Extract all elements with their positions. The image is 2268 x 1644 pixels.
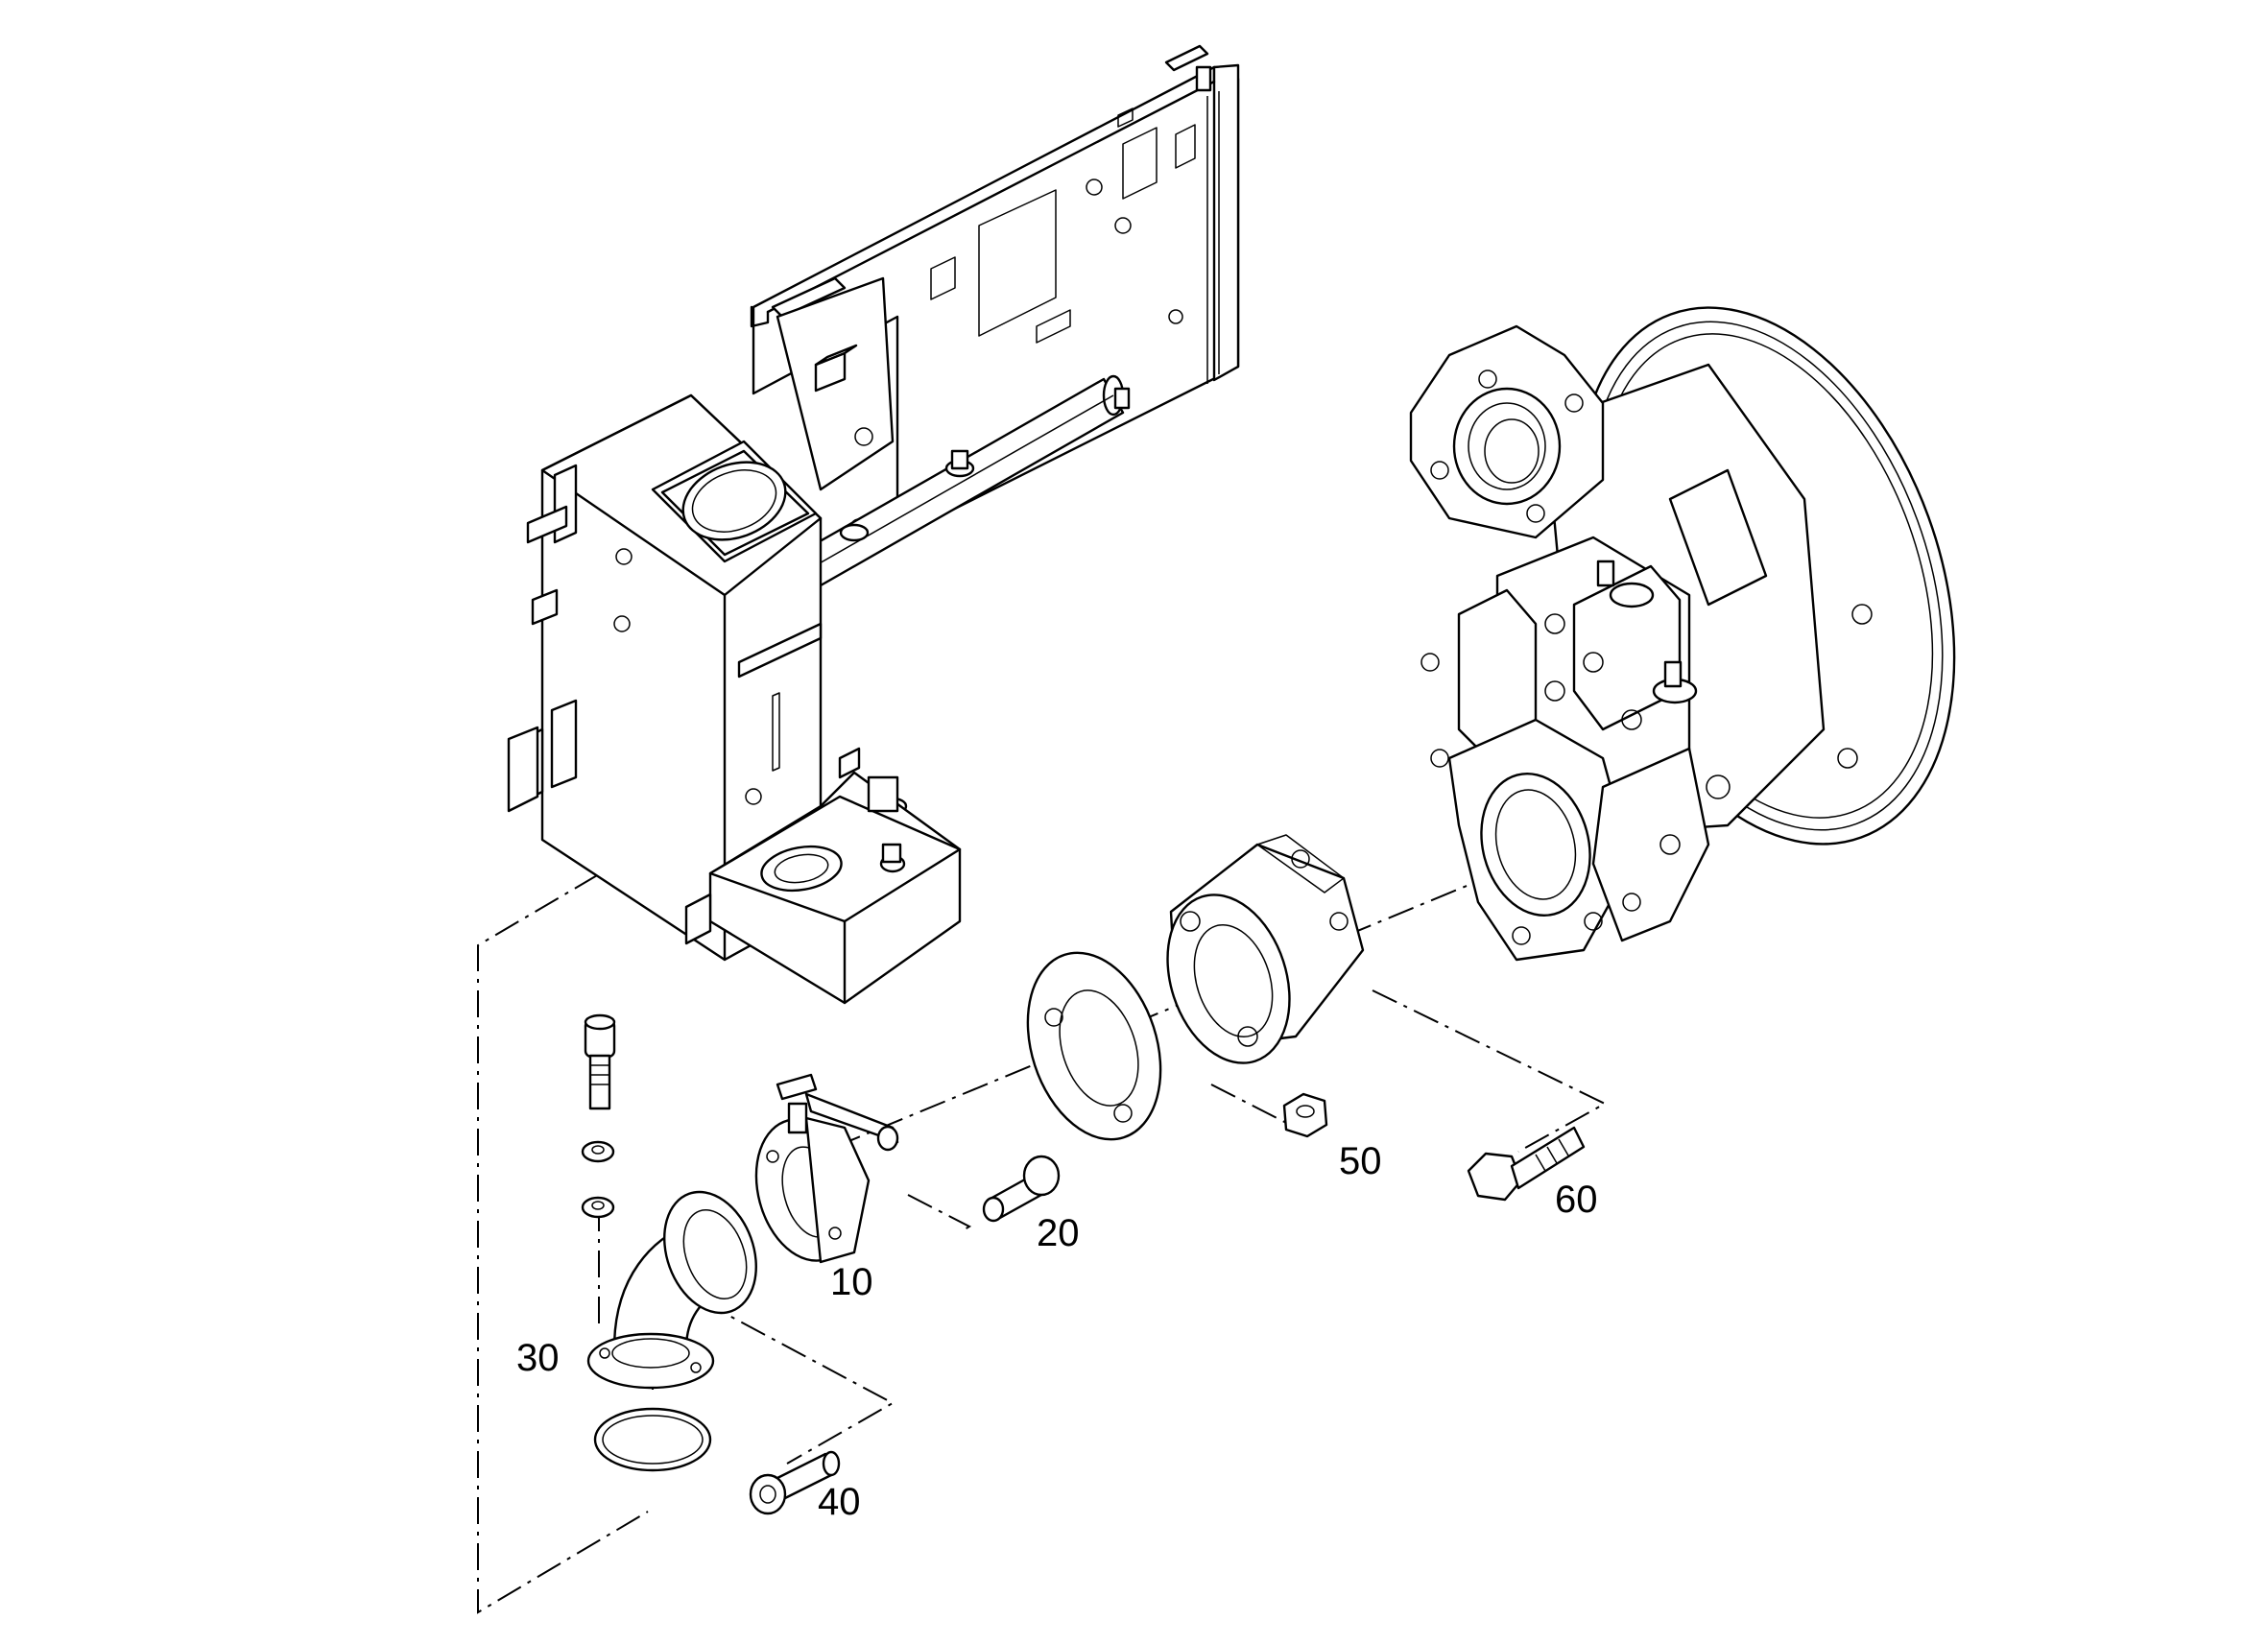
part-label-60: 60 xyxy=(1555,1179,1598,1221)
o-ring xyxy=(593,1407,712,1472)
cap-screw-30 xyxy=(581,1013,616,1219)
part-label-40: 40 xyxy=(818,1481,861,1523)
butterfly-valve xyxy=(754,1073,899,1264)
cap-screw-20 xyxy=(982,1155,1061,1223)
suction-flange-parts xyxy=(1026,834,1365,1141)
cap-screw-40 xyxy=(749,1450,841,1515)
hex-nut-50 xyxy=(1282,1092,1328,1138)
part-label-10: 10 xyxy=(830,1261,873,1303)
hydraulic-pump-assembly xyxy=(1409,306,1956,962)
part-label-30: 30 xyxy=(516,1337,560,1379)
hex-bolt-60 xyxy=(1467,1126,1586,1202)
elbow-pipe xyxy=(586,1190,757,1390)
part-label-50: 50 xyxy=(1339,1140,1382,1182)
part-label-20: 20 xyxy=(1037,1212,1080,1254)
hydraulic-tank-frame xyxy=(507,44,1240,1005)
